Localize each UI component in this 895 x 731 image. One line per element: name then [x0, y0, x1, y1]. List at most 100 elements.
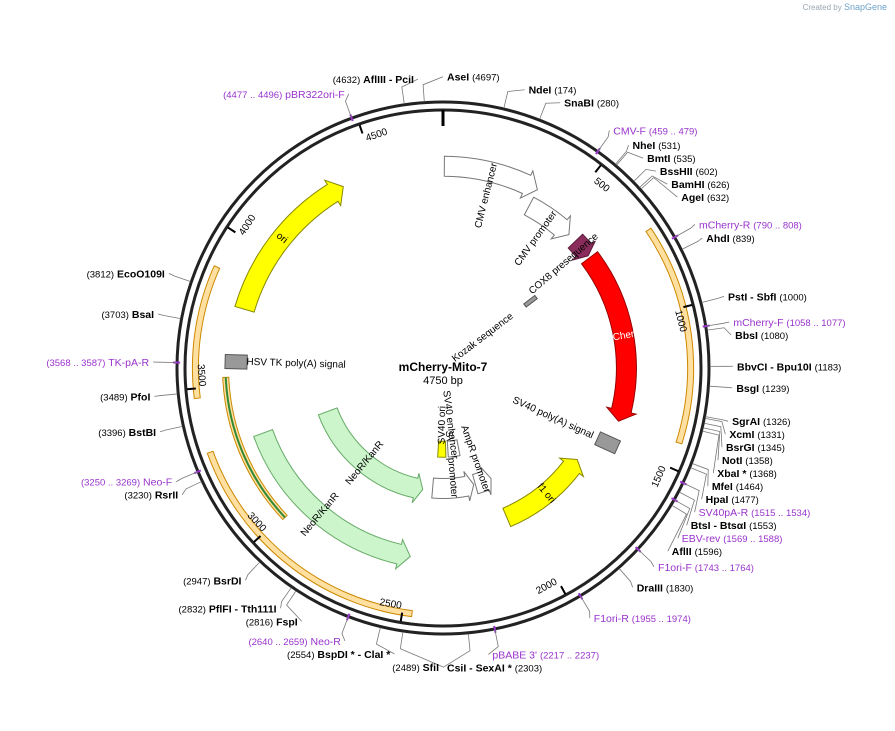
label-name: BmtI: [647, 153, 670, 165]
connector-pfoi: [154, 393, 178, 397]
primer-label-f1ori-f: F1ori-F (1743 .. 1764): [658, 562, 754, 574]
primer-label-sv40pa-r: SV40pA-R (1515 .. 1534): [699, 507, 811, 519]
mcherry-f-band: [645, 227, 695, 445]
connector-tk-pa-r: [153, 361, 177, 363]
label-name: FspI: [276, 616, 298, 628]
label-name: PstI - SbfI: [728, 291, 777, 303]
connector-bsrdi: [245, 561, 261, 581]
pbr322ori-band: [191, 265, 221, 400]
label-name: BstBI: [129, 427, 157, 439]
primer-label-tk-pa-r: (3568 .. 3587) TK-pA-R: [46, 357, 149, 369]
connector-bbsi: [707, 327, 732, 336]
site-label-csii-sexai: CsiI - SexAI * (2303): [447, 662, 542, 674]
label-coord: (2832): [179, 604, 206, 615]
label-coord: (1596): [695, 547, 722, 558]
label-coord: (632): [707, 193, 729, 204]
site-label-asei: AseI (4697): [447, 72, 500, 84]
tick-1000: [683, 303, 693, 309]
label-name: DraIII: [637, 582, 663, 594]
connector-mcherry-f: [706, 321, 730, 327]
connector-bsgi: [709, 385, 733, 389]
site-label-bsrdi: (2947) BsrDI: [183, 575, 241, 587]
primer-bands: [191, 227, 695, 618]
block-label-sv40-poly-a-signal: SV40 poly(A) signal: [511, 395, 596, 441]
label-name: F1ori-F: [658, 562, 692, 574]
connector-aflii: [667, 505, 688, 552]
connector-pbabe-3: [488, 629, 499, 655]
label-coord: (790 .. 808): [753, 220, 802, 231]
site-label-bsshii: BssHII (602): [660, 166, 718, 178]
label-coord: (1345): [757, 443, 784, 454]
primer-label-neo-f: (3250 .. 3269) Neo-F: [81, 477, 172, 489]
primer-label-neo-r: (2640 .. 2659) Neo-R: [248, 636, 341, 648]
feature-neor-kanr-outer: [253, 429, 411, 571]
site-label-xcmi: XcmI (1331): [729, 429, 785, 441]
block-label-hsv-tk-poly-a-signal: HSV TK poly(A) signal: [246, 357, 346, 371]
label-coord: (1000): [779, 292, 806, 303]
connector-neo-f: [176, 471, 198, 483]
connector-f1ori-f: [638, 549, 655, 568]
connector-bamhi: [639, 175, 668, 188]
label-coord: (531): [658, 141, 680, 152]
connector-pbr322ori-f: [345, 93, 352, 118]
label-name: SgrAI: [732, 416, 760, 428]
label-coord: (459 .. 479): [649, 126, 698, 137]
site-label-ecoo109i: (3812) EcoO109I: [87, 268, 165, 280]
label-coord: (1464): [736, 482, 763, 493]
connector-ecoo109i: [168, 273, 191, 282]
label-coord: (1331): [757, 430, 784, 441]
tick-label-2500: 2500: [379, 597, 403, 612]
label-coord: (1569 .. 1588): [723, 534, 782, 545]
label-name: BspDI * - ClaI *: [317, 649, 391, 661]
label-coord: (535): [673, 154, 695, 165]
label-name: BtsI - BtsαI: [691, 520, 747, 532]
connector-hpai: [690, 467, 707, 500]
block-hsv-tk-poly-a-signal: [224, 354, 248, 370]
label-name: SnaBI: [564, 98, 594, 110]
tick-500: [594, 164, 602, 173]
site-label-draiii: DraIII (1830): [637, 582, 694, 594]
feature-cmv-enhancer: [443, 155, 538, 200]
label-name: mCherry-F: [733, 317, 783, 329]
connector-sfii: [399, 631, 444, 668]
label-coord: (3230): [124, 491, 151, 502]
snapgene-credit: Created by SnapGene: [803, 2, 887, 12]
connector-bsrgi: [704, 422, 723, 448]
connector-sgrai: [705, 416, 729, 422]
label-coord: (4632): [333, 75, 360, 86]
label-coord: (1368): [749, 469, 776, 480]
connector-ndei: [503, 89, 525, 109]
label-coord: (1326): [763, 417, 790, 428]
site-label-bmti: BmtI (535): [647, 153, 695, 165]
site-label-nhei: NheI (531): [633, 140, 681, 152]
label-name: AhdI: [706, 233, 729, 245]
site-label-bbvci-bpu10i: BbvCI - Bpu10I (1183): [737, 361, 841, 373]
site-label-sgrai: SgrAI (1326): [732, 416, 790, 428]
label-coord: (174): [554, 86, 576, 97]
label-name: F1ori-R: [594, 613, 629, 625]
label-coord: (1477): [731, 495, 758, 506]
connector-ebv-rev: [674, 499, 691, 539]
connector-btsi-bts-i: [679, 491, 695, 526]
connector-csii-sexai: [442, 633, 471, 668]
site-label-fspi: (2816) FspI: [246, 616, 298, 628]
feature-cmv-promoter: [523, 196, 571, 240]
label-name: AseI: [447, 72, 469, 84]
site-label-rsrii: (3230) RsrII: [124, 490, 178, 502]
tick-3500: [186, 387, 196, 391]
site-labels: AseI (4697)NdeI (174)SnaBI (280)CMV-F (4…: [46, 72, 845, 675]
site-label-bspdi-clai: (2554) BspDI * - ClaI *: [287, 649, 391, 661]
label-coord: (602): [696, 167, 718, 178]
plasmid-name: mCherry-Mito-7: [399, 360, 488, 374]
neor-f-band: [206, 450, 413, 618]
primer-label-ebv-rev: EBV-rev (1569 .. 1588): [682, 533, 783, 545]
label-coord: (1553): [749, 521, 776, 532]
connector-afliii-pcii: [401, 78, 419, 104]
feature-cox8-presequence: [567, 233, 596, 261]
site-label-xbai: XbaI * (1368): [717, 468, 777, 480]
label-name: AflII: [672, 546, 692, 558]
label-coord: (1239): [762, 384, 789, 395]
connector-sv40pa-r: [683, 482, 700, 513]
